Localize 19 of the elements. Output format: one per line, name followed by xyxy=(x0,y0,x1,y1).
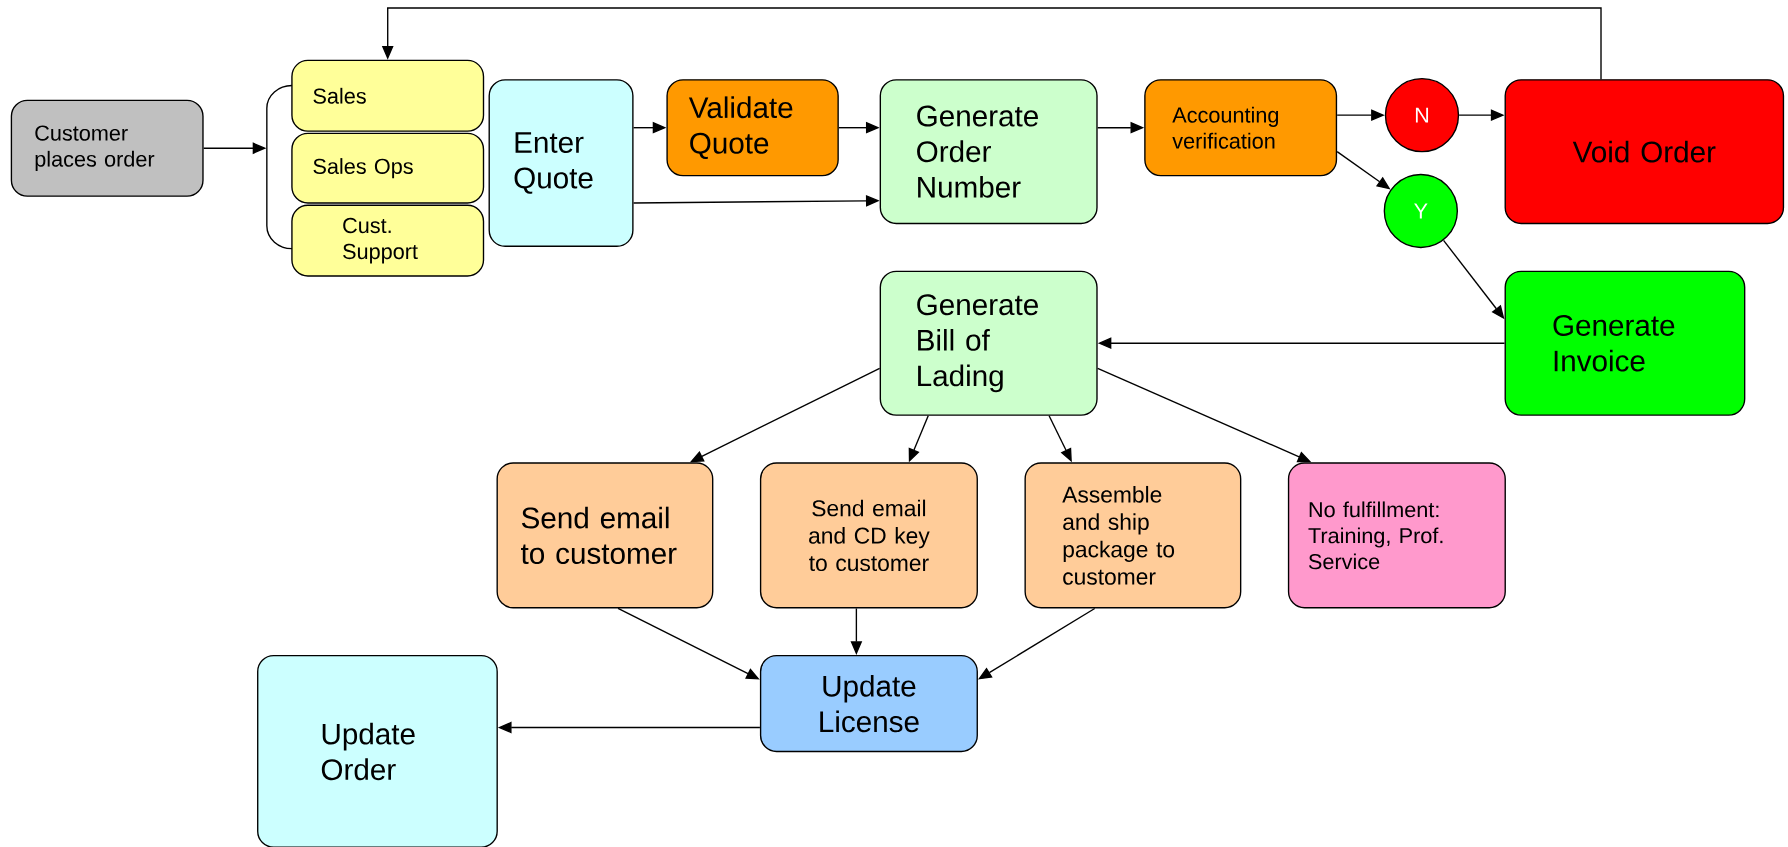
process-box: Void Order xyxy=(1504,79,1785,225)
role-box: Cust. Support xyxy=(291,204,485,277)
process-box: Generate Invoice xyxy=(1504,270,1746,416)
process-box: Validate Quote xyxy=(666,79,839,177)
process-box: Send email and CD key to customer xyxy=(759,462,978,609)
role-box: Sales Ops xyxy=(291,132,485,204)
process-box: Update License xyxy=(759,654,978,753)
process-box: Assemble and ship package to customer xyxy=(1024,462,1242,609)
role-box: Sales xyxy=(291,59,485,132)
process-box: Send email to customer xyxy=(496,462,714,609)
bracket xyxy=(266,84,293,250)
process-box: Accounting verification xyxy=(1144,79,1338,177)
process-box: Generate Order Number xyxy=(879,79,1098,225)
process-box: Update Order xyxy=(257,654,498,847)
process-box: No fulfillment: Training, Prof. Service xyxy=(1287,462,1506,609)
process-box: Customer places order xyxy=(10,99,204,197)
process-box: Enter Quote xyxy=(488,79,634,247)
arrow xyxy=(978,607,1096,680)
process-box: Generate Bill of Lading xyxy=(879,270,1098,416)
